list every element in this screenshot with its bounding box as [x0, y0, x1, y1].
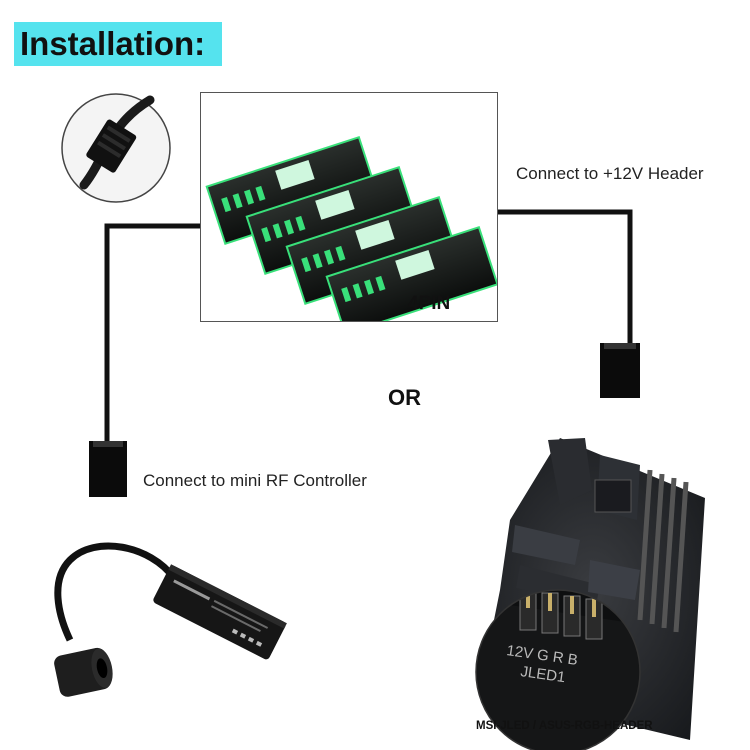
left-connector-plug: [89, 441, 127, 497]
motherboard-header-label: MSI-JLED / ASUS-RGB-HEADER: [476, 720, 653, 732]
right-connector-plug: [600, 343, 640, 398]
connector-closeup-circle: [61, 93, 171, 203]
header-name-label: JLED1: [519, 663, 566, 686]
left-cable: [104, 223, 202, 448]
rgb-header-closeup: 12V G R B JLED1: [475, 589, 641, 750]
installation-title: Installation:: [14, 22, 222, 66]
ram-modules: [205, 135, 499, 336]
right-connector-label: Connect to +12V Header: [516, 164, 704, 183]
or-label: OR: [388, 385, 421, 410]
rf-controller: [54, 542, 287, 697]
ram-image-box: [200, 92, 499, 336]
four-pin-label: 4PIN: [408, 293, 451, 314]
right-cable: [497, 209, 633, 345]
left-connector-label: Connect to mini RF Controller: [143, 471, 367, 490]
